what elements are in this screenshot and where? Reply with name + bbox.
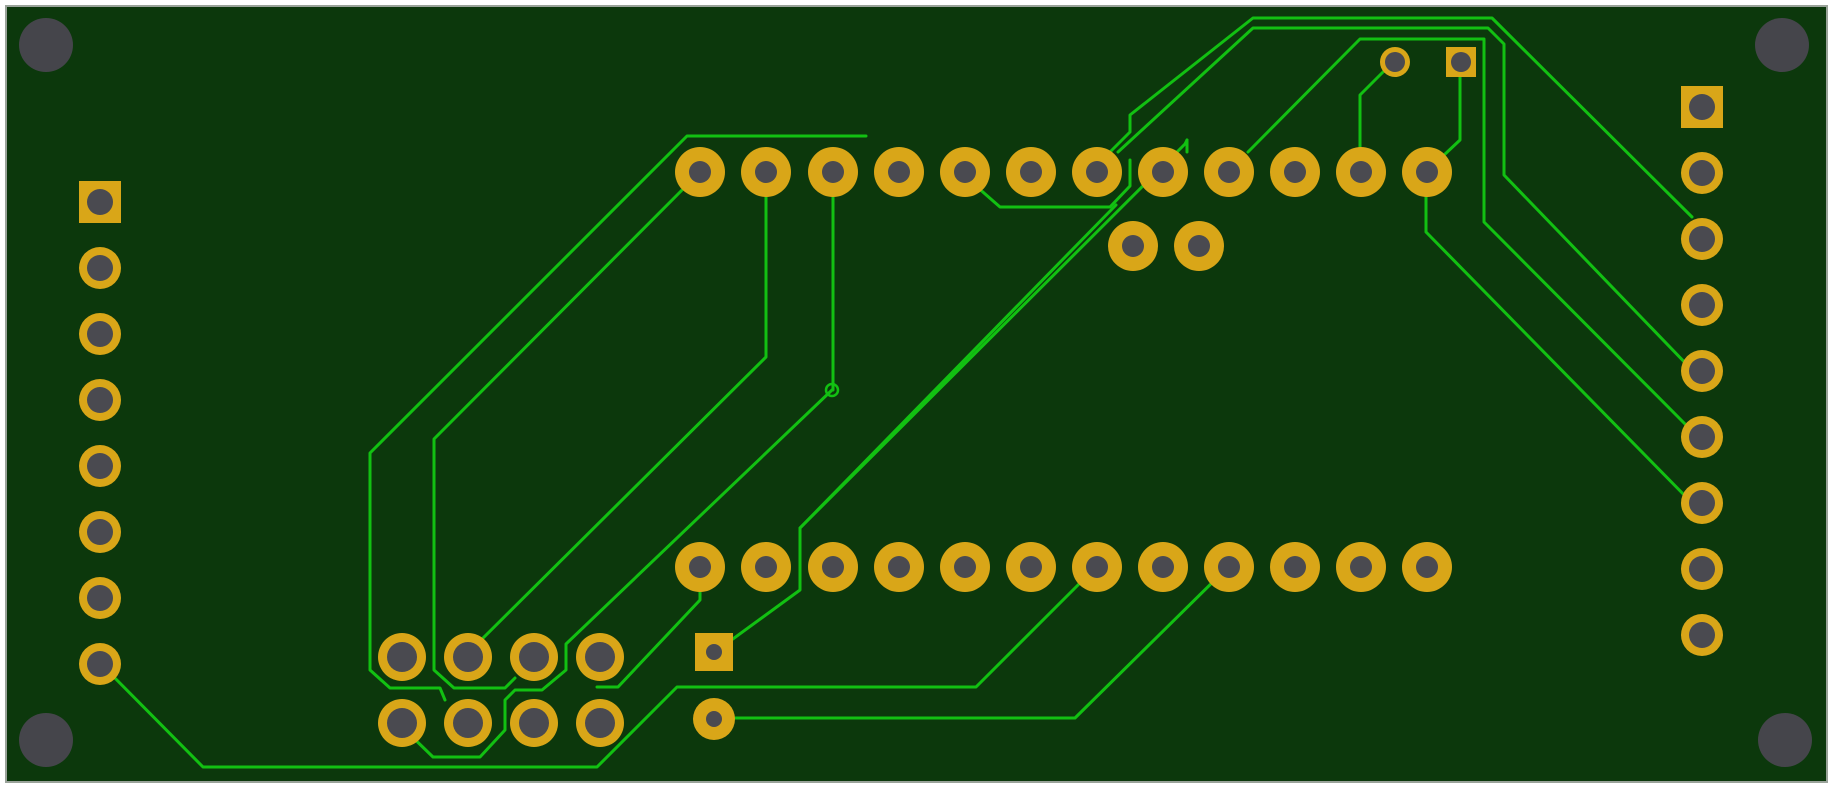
drill-hole <box>954 556 976 578</box>
drill-hole <box>1689 622 1715 648</box>
drill-hole <box>1689 160 1715 186</box>
drill-hole <box>689 161 711 183</box>
drill-hole <box>706 711 722 727</box>
drill-hole <box>1689 292 1715 318</box>
drill-hole <box>387 708 417 738</box>
mounting-hole <box>19 18 73 72</box>
drill-hole <box>1152 161 1174 183</box>
trace <box>713 565 1230 720</box>
drill-hole <box>1218 556 1240 578</box>
drill-hole <box>87 255 113 281</box>
drill-hole <box>888 161 910 183</box>
drill-hole <box>387 642 417 672</box>
drill-hole <box>1689 226 1715 252</box>
drill-hole <box>87 189 113 215</box>
drill-hole <box>1152 556 1174 578</box>
trace <box>368 134 868 702</box>
drill-hole <box>822 556 844 578</box>
trace <box>398 388 834 759</box>
mounting-hole <box>1758 713 1812 767</box>
drill-hole <box>1122 235 1144 257</box>
drill-hole <box>87 387 113 413</box>
drill-hole <box>822 161 844 183</box>
drill-hole <box>1188 235 1210 257</box>
drill-hole <box>1350 556 1372 578</box>
drill-hole <box>519 708 549 738</box>
drill-hole <box>1020 556 1042 578</box>
trace <box>1108 16 1694 219</box>
trace <box>1246 37 1695 434</box>
drill-hole <box>689 556 711 578</box>
drill-hole <box>1086 161 1108 183</box>
drill-hole <box>453 708 483 738</box>
drill-hole <box>1385 52 1405 72</box>
drill-hole <box>1689 358 1715 384</box>
trace <box>432 170 702 690</box>
mounting-hole <box>1755 18 1809 72</box>
drill-hole <box>1086 556 1108 578</box>
trace <box>467 170 768 654</box>
trace <box>798 203 1118 530</box>
trace <box>1358 63 1392 174</box>
drill-hole <box>87 585 113 611</box>
trace <box>98 565 1098 769</box>
drill-hole <box>1689 490 1715 516</box>
drill-hole <box>954 161 976 183</box>
via <box>824 382 840 398</box>
mounting-holes <box>19 18 1812 767</box>
drill-hole <box>453 642 483 672</box>
drill-hole <box>87 453 113 479</box>
drill-hole <box>755 556 777 578</box>
trace <box>958 158 1132 209</box>
drill-hole <box>1689 424 1715 450</box>
drill-hole <box>1416 556 1438 578</box>
board-substrate <box>5 5 1828 783</box>
drill-hole <box>87 321 113 347</box>
drill-hole <box>87 519 113 545</box>
drill-hole <box>706 644 722 660</box>
drill-hole <box>1451 52 1471 72</box>
drill-hole <box>1218 161 1240 183</box>
drill-hole <box>1416 161 1438 183</box>
drill-hole <box>755 161 777 183</box>
drill-hole <box>519 642 549 672</box>
component-pads <box>79 47 1723 747</box>
mounting-hole <box>19 713 73 767</box>
drill-hole <box>1689 556 1715 582</box>
drill-hole <box>585 642 615 672</box>
drill-hole <box>1350 161 1372 183</box>
drill-hole <box>1284 161 1306 183</box>
trace <box>1116 26 1695 373</box>
drill-hole <box>888 556 910 578</box>
copper-traces <box>98 16 1695 769</box>
drill-hole <box>87 651 113 677</box>
drill-hole <box>1284 556 1306 578</box>
drill-hole <box>1020 161 1042 183</box>
drill-hole <box>585 708 615 738</box>
drill-hole <box>1689 94 1715 120</box>
